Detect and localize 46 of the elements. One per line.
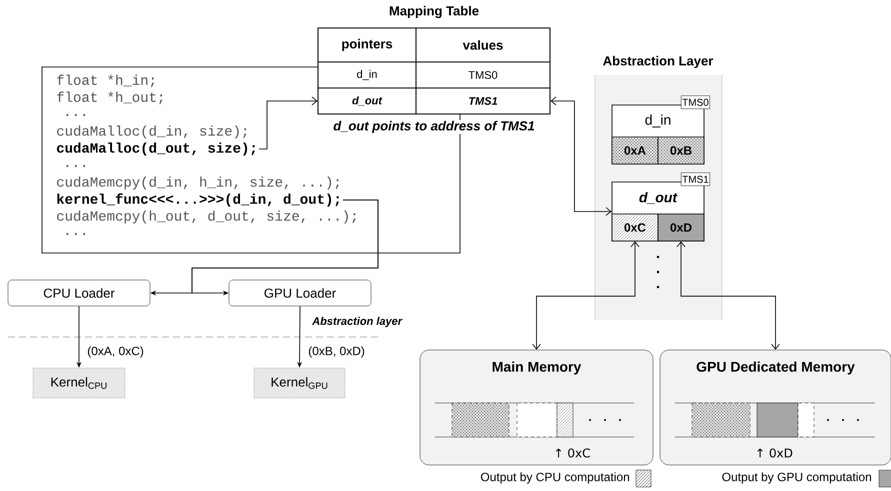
code-line: ... xyxy=(66,164,85,168)
code-line: float *h_in; xyxy=(57,74,154,88)
address-cell: 0xB xyxy=(670,146,692,155)
block-name: d_in xyxy=(645,114,670,128)
address-cell: 0xA xyxy=(624,146,646,155)
address-marker: ↑ 0xC xyxy=(556,448,590,458)
kernel-box: Kernel$_{CPU}$ xyxy=(32,368,126,398)
memory-title: Main Memory xyxy=(492,361,582,375)
address-cell: 0xD xyxy=(658,214,704,242)
table-cell: d_in xyxy=(318,62,416,88)
code-line: ... xyxy=(66,232,85,236)
mapping-table xyxy=(318,28,550,114)
loader-box: CPU Loader xyxy=(8,280,150,306)
arrow xyxy=(676,241,780,350)
tag-label: TMS0 xyxy=(680,96,710,109)
code-line: ... xyxy=(66,114,85,116)
code-line: kernel_func<<<...>>>(d_in, d_out); xyxy=(57,193,339,207)
block-name: d_out xyxy=(639,192,678,204)
kernel-box: Kernel$_{GPU}$ xyxy=(254,368,346,398)
arrow xyxy=(258,96,318,150)
edge-label: (0xB, 0xD) xyxy=(307,345,366,359)
arrow xyxy=(550,96,612,216)
memory-title: GPU Dedicated Memory xyxy=(696,361,855,375)
code-line: cudaMemcpy(h_out, d_out, size, ...); xyxy=(57,210,356,224)
edge-label: (0xA, 0xC) xyxy=(86,345,145,359)
tag-label: TMS1 xyxy=(680,172,710,186)
arrow xyxy=(532,241,640,350)
table-cell: d_out xyxy=(318,88,416,114)
table-cell: TMS1 xyxy=(416,88,550,114)
legend-text: Output by GPU computation xyxy=(722,472,872,484)
address-cell: 0xC xyxy=(624,223,646,232)
loader-box: GPU Loader xyxy=(228,280,372,306)
code-line: cudaMemcpy(d_in, h_in, size, ...); xyxy=(57,176,339,190)
legend-text: Output by CPU computation xyxy=(480,472,629,484)
table-cell: values xyxy=(416,28,550,62)
layer-title: Abstraction Layer xyxy=(603,56,714,68)
annotation-text: d_out points to address of TMS1 xyxy=(332,120,536,134)
code-line: cudaMalloc(d_out, size); xyxy=(56,142,255,156)
address-marker: ↑ 0xD xyxy=(758,448,792,458)
table-cell: TMS0 xyxy=(416,62,550,88)
code-line: float *h_out; xyxy=(57,92,162,104)
address-cell xyxy=(612,214,658,242)
table-cell: pointers xyxy=(318,28,416,62)
table-title: Mapping Table xyxy=(390,6,479,18)
layer-label: Abstraction layer xyxy=(311,316,404,328)
code-line: cudaMalloc(d_in, size); xyxy=(57,125,246,139)
